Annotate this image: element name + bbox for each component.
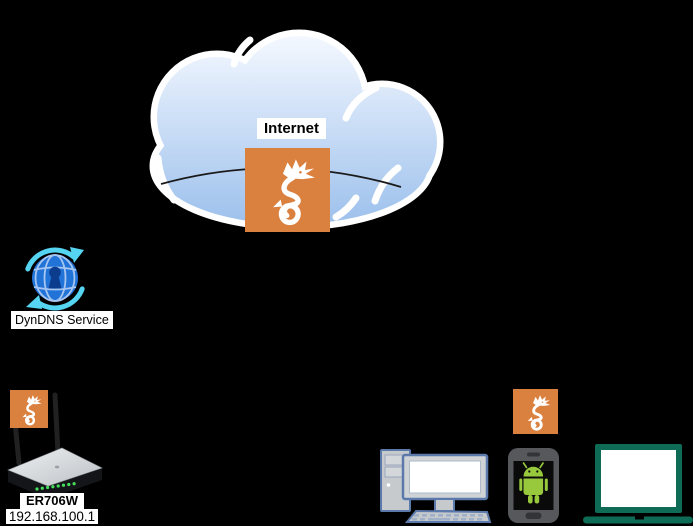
router-antenna-right bbox=[52, 392, 61, 456]
laptop-base bbox=[583, 516, 693, 524]
wireguard-logo-icon bbox=[245, 148, 330, 232]
wireguard-logo-icon bbox=[10, 390, 48, 428]
pc-keyboard-keys bbox=[412, 514, 483, 521]
router-label-group: ER706W 192.168.100.1 bbox=[0, 493, 104, 524]
laptop-screen bbox=[601, 450, 676, 507]
phone-speaker bbox=[527, 452, 540, 457]
android-robot-icon bbox=[519, 462, 548, 504]
router-front-face bbox=[8, 468, 102, 499]
internet-cloud-icon bbox=[149, 29, 444, 231]
pc-monitor-stand bbox=[434, 498, 455, 512]
wireguard-logo-icon bbox=[513, 389, 558, 434]
dyndns-service-label: DynDNS Service bbox=[11, 311, 113, 329]
internet-label: Internet bbox=[257, 118, 327, 139]
laptop-icon bbox=[583, 444, 693, 524]
android-phone-icon bbox=[508, 448, 559, 523]
desktop-computer-icon bbox=[380, 449, 492, 523]
dyndns-sync-globe-icon bbox=[25, 247, 85, 311]
sync-arrows-icon bbox=[25, 247, 85, 311]
phone-home-button bbox=[525, 512, 542, 519]
cloud-lobe-swooshes bbox=[154, 36, 402, 221]
pc-screen bbox=[409, 460, 481, 494]
router-model-label: ER706W bbox=[19, 493, 85, 509]
keyhole-icon bbox=[48, 266, 62, 289]
router-ip-label: 192.168.100.1 bbox=[5, 509, 99, 524]
router-status-leds bbox=[35, 482, 76, 491]
